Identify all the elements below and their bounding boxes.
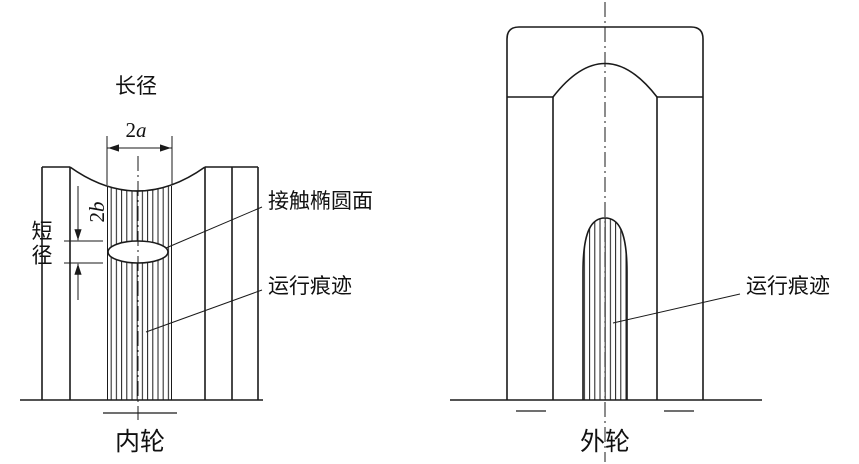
dim-2a-variable: a — [136, 118, 147, 142]
dim-2a-text: 2a — [126, 118, 147, 142]
major-axis-label: 长径 — [115, 74, 157, 98]
inner-ring-figure — [20, 136, 263, 420]
outer-ring-title: 外轮 — [580, 428, 630, 456]
minor-axis-label: 短径 — [29, 220, 54, 268]
dim-2a — [106, 136, 173, 185]
dim-2b-number: 2 — [85, 212, 109, 223]
running-trace-outline-outer — [582, 217, 628, 400]
dim-2a-number: 2 — [126, 118, 137, 142]
outer-ring-figure — [450, 2, 762, 462]
running-trace-hatch-inner — [107, 185, 172, 400]
leader-running-trace-outer — [612, 293, 741, 324]
contact-ellipse-label: 接触椭圆面 — [268, 189, 373, 213]
leader-contact-ellipse — [165, 206, 263, 249]
dim-2b-text: 2b — [85, 202, 109, 223]
leader-running-trace-inner — [145, 289, 263, 333]
dim-2b — [64, 186, 103, 300]
inner-ring-outline — [41, 166, 259, 400]
running-trace-label-inner: 运行痕迹 — [268, 274, 352, 298]
dim-2b-variable: b — [85, 202, 109, 213]
running-trace-label-outer: 运行痕迹 — [746, 274, 830, 298]
inner-ring-title: 内轮 — [115, 428, 165, 456]
